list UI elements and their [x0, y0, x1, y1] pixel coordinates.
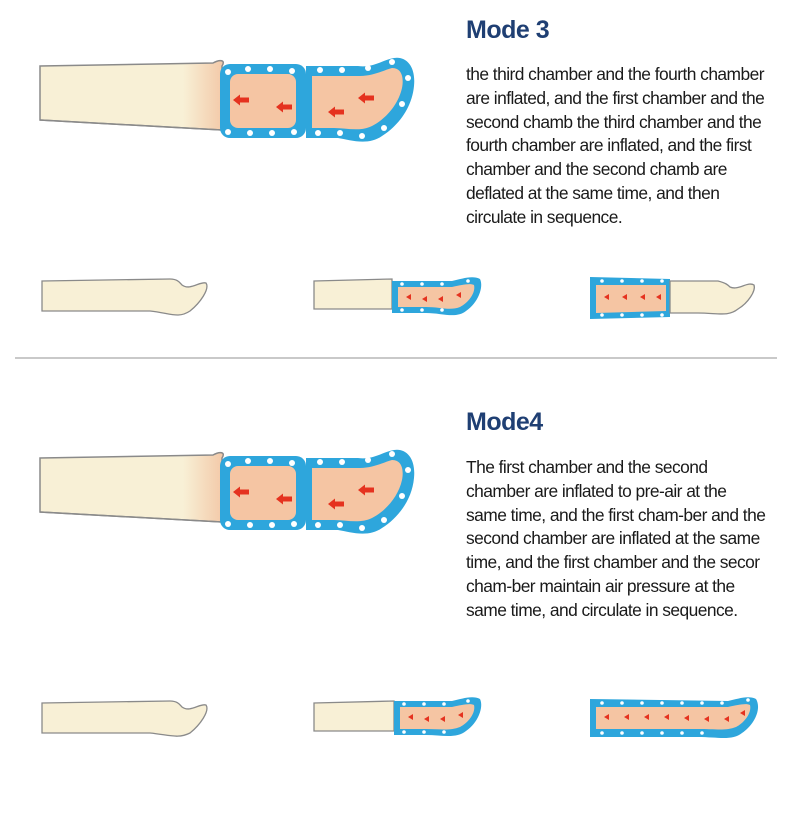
mode-3-section: Mode 3 the third chamber and the fourth … [0, 0, 790, 356]
leg-thumbnail-foot-cuff [313, 277, 482, 316]
leg-thumbnail-foot-cuff [313, 697, 482, 736]
leg-cuff-illustration [39, 449, 415, 534]
leg-thumbnail-full-cuff [590, 697, 759, 738]
mode-description: The first chamber and the second chamber… [466, 457, 766, 620]
mode-title: Mode4 [466, 408, 543, 436]
mode-title: Mode 3 [466, 16, 550, 44]
leg-thumbnail-upper-cuff [590, 277, 755, 319]
leg-thumbnail-empty [41, 278, 208, 316]
mode-description: the third chamber and the fourth chamber… [466, 64, 765, 227]
mode-4-section: Mode4 The first chamber and the second c… [0, 360, 790, 815]
leg-thumbnail-empty [41, 700, 208, 737]
section-divider [15, 357, 777, 359]
leg-cuff-illustration [39, 57, 415, 142]
